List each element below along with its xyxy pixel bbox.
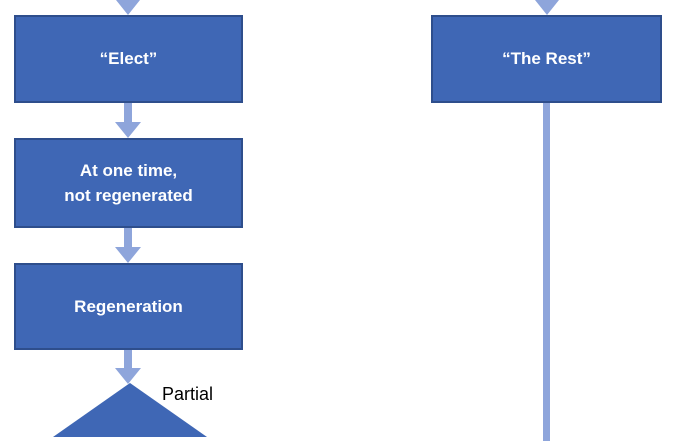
arrow-shaft (124, 228, 132, 248)
arrow-shaft (124, 103, 132, 123)
arrow-down-icon (535, 0, 559, 15)
flow-box-the-rest: “The Rest” (431, 15, 662, 103)
flow-box-at-one-time: At one time, not regenerated (14, 138, 243, 228)
flow-box-regeneration: Regeneration (14, 263, 243, 350)
flow-box-elect: “Elect” (14, 15, 243, 103)
arrow-down-icon (116, 0, 140, 15)
arrow-down-icon (115, 247, 141, 263)
connector-line (543, 103, 550, 441)
arrow-down-icon (115, 122, 141, 138)
arrow-shaft (124, 350, 132, 369)
triangle-label: Partial (162, 384, 214, 404)
arrow-down-icon (115, 368, 141, 384)
merge-triangle-shape (53, 383, 207, 437)
